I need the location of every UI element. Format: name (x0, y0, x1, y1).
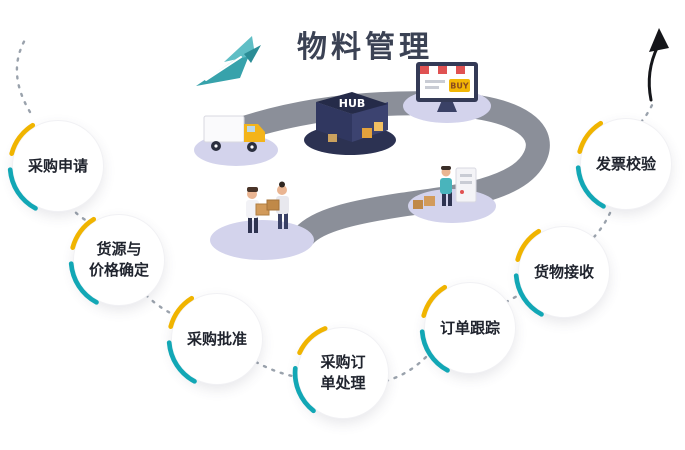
progress-arc (513, 221, 615, 323)
step-purchase-request: 采购申请 (7, 115, 109, 217)
step-label-line: 发票校验 (595, 154, 656, 173)
step-label: 发票校验 (581, 119, 671, 209)
step-order-tracking: 订单跟踪 (419, 277, 521, 379)
step-po-processing: 采购订 单处理 (292, 322, 394, 424)
step-label-line: 采购申请 (27, 156, 88, 175)
step-label-line: 价格确定 (88, 261, 149, 279)
progress-arc (292, 322, 394, 424)
step-goods-receipt: 货物接收 (513, 221, 615, 323)
workers-carrying-boxes-icon (210, 181, 314, 260)
buy-screen-icon: BUY (403, 62, 491, 123)
step-label: 货源与 价格确定 (74, 215, 164, 305)
step-label: 采购订 单处理 (298, 328, 388, 418)
awning-stripes (420, 66, 474, 74)
step-label: 采购申请 (13, 121, 103, 211)
step-label-line: 单处理 (320, 374, 366, 392)
progress-arc (166, 288, 268, 390)
warehouse-worker-icon (408, 166, 496, 223)
step-purchase-approval: 采购批准 (166, 288, 268, 390)
progress-arc (575, 113, 677, 215)
step-label-line: 采购批准 (186, 329, 247, 348)
up-arrow-icon (647, 28, 669, 102)
step-label: 货物接收 (519, 227, 609, 317)
hub-building-icon: HUB (304, 92, 396, 155)
progress-arc (7, 115, 109, 217)
step-label-line: 货物接收 (533, 262, 594, 281)
page-title: 物料管理 (297, 30, 433, 65)
step-label-line: 货源与 (96, 240, 142, 258)
progress-arc (419, 277, 521, 379)
progress-arc (68, 209, 170, 311)
step-source-and-price: 货源与 价格确定 (68, 209, 170, 311)
step-label: 采购批准 (172, 294, 262, 384)
airplane-icon (196, 36, 261, 86)
step-label: 订单跟踪 (425, 283, 515, 373)
step-invoice-verification: 发票校验 (575, 113, 677, 215)
step-label-line: 订单跟踪 (439, 318, 500, 337)
step-label-line: 采购订 (320, 353, 366, 371)
hub-label: HUB (339, 97, 366, 110)
delivery-truck-icon (194, 115, 278, 166)
buy-label: BUY (450, 82, 469, 91)
